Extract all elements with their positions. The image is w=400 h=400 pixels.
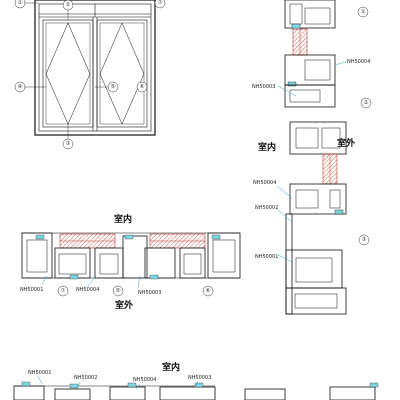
svg-text:①: ① — [361, 9, 366, 15]
label-indoor-right: 室内 — [258, 141, 276, 153]
label-nh50001-bottom: NH50001 — [28, 370, 51, 376]
label-nh50004-bottom: NH50004 — [133, 377, 156, 383]
section-callout-2: ② — [360, 97, 372, 109]
section-callout-5: ⑤ — [112, 285, 124, 297]
svg-text:⑦: ⑦ — [61, 287, 66, 294]
label-outdoor-right: 室外 — [337, 137, 355, 149]
svg-text:③: ③ — [66, 141, 71, 147]
left-sash — [42, 19, 94, 128]
label-indoor-bottom: 室内 — [162, 361, 180, 373]
vertical-section: NH50003 NH50004 NH50002 NH50001 NH50004 … — [252, 0, 372, 315]
callout-1: ① — [14, 0, 26, 9]
section-callout-3: ③ — [358, 234, 370, 246]
callout-5: ⑤ — [107, 81, 119, 93]
label-nh50001-middle: NH50001 — [20, 287, 43, 293]
svg-text:⑤: ⑤ — [116, 288, 121, 294]
svg-text:④: ④ — [18, 84, 23, 90]
callout-7: ⑦ — [154, 0, 166, 9]
label-nh50003-right: NH50003 — [252, 84, 275, 90]
label-nh50002-bottom: NH50002 — [74, 375, 97, 381]
label-nh50003-bottom: NH50003 — [188, 375, 211, 381]
section-callout-6: ⑥ — [202, 285, 214, 297]
svg-text:⑥: ⑥ — [140, 84, 145, 90]
label-nh50004-right-top: NH50004 — [347, 59, 370, 65]
svg-text:⑦: ⑦ — [158, 0, 163, 6]
callout-2: ② — [62, 0, 74, 11]
label-nh50001-right: NH50001 — [255, 254, 278, 260]
outer-frame — [34, 0, 156, 136]
section-callout-7: ⑦ — [57, 285, 69, 297]
label-nh50003-middle: NH50003 — [138, 290, 161, 296]
right-sash — [96, 19, 148, 128]
callout-6: ⑥ — [136, 81, 148, 93]
svg-text:②: ② — [364, 99, 369, 106]
label-outdoor-middle: 室外 — [115, 299, 133, 311]
callout-3: ③ — [62, 138, 74, 150]
label-indoor-middle: 室内 — [114, 213, 132, 225]
svg-text:⑤: ⑤ — [111, 84, 116, 90]
window-elevation: ① ② ③ ④ ⑤ ⑥ ⑦ — [14, 0, 166, 150]
callout-4: ④ — [14, 81, 26, 93]
svg-text:①: ① — [18, 0, 23, 6]
svg-text:⑥: ⑥ — [206, 288, 211, 294]
svg-text:②: ② — [66, 1, 71, 8]
horizontal-section: 室内 NH50001 — [20, 213, 241, 311]
label-nh50002-right: NH50002 — [255, 205, 278, 211]
section-callout-1: ① — [357, 6, 369, 18]
bottom-section: 室内 NH50001 NH50002 NH50004 NH50003 — [13, 361, 379, 400]
label-nh50004-middle: NH50004 — [76, 287, 99, 293]
label-nh50004-right: NH50004 — [253, 180, 276, 186]
svg-text:③: ③ — [362, 237, 367, 243]
